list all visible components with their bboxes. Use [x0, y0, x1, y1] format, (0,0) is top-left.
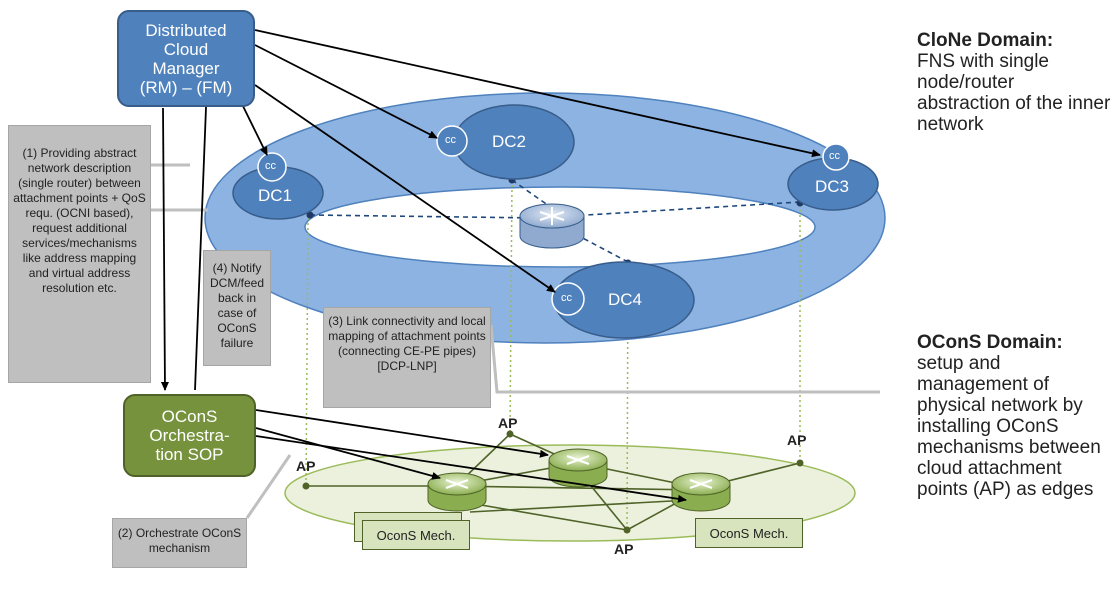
dcm-line: Distributed — [145, 20, 227, 40]
ocons-line: OConS — [161, 407, 218, 426]
ap-label: AP — [614, 541, 634, 557]
note-providing-abstract-description: (1) Providing abstract network descripti… — [8, 125, 151, 383]
abstract-router-icon — [519, 203, 585, 249]
note-connectors — [151, 163, 880, 519]
green-router-1-icon — [427, 472, 487, 512]
dcm-line: Cloud — [163, 39, 209, 59]
dcm-line: (RM) – (FM) — [139, 77, 233, 97]
ap-label: AP — [787, 432, 807, 448]
dc2-cc-label: cc — [445, 134, 456, 146]
ap-label: AP — [296, 458, 316, 474]
dcm-arrows — [160, 29, 821, 391]
ap-label: AP — [498, 415, 518, 431]
orchestration-arrows — [255, 409, 687, 503]
dc3-cc-label: cc — [829, 150, 840, 162]
distributed-cloud-manager-box: Distributed Cloud Manager (RM) – (FM) — [117, 10, 255, 107]
ocons-domain-description: OConS Domain: setup and management of ph… — [917, 332, 1112, 500]
note-notify-dcm: (4) Notify DCM/feed back in case of OCon… — [203, 250, 271, 366]
ocons-domain-text: setup and management of physical network… — [917, 353, 1101, 500]
cc-circles — [257, 125, 850, 316]
dc1-cc-label: cc — [265, 160, 276, 172]
dcm-line: Manager — [152, 58, 220, 78]
dc2-label: DC2 — [492, 132, 527, 151]
dc3-label: DC3 — [815, 177, 850, 196]
note-orchestrate: (2) Orchestrate OConS mechanism — [112, 518, 247, 568]
ocons-mech-box: OconS Mech. — [695, 518, 803, 548]
ocons-mech-box: OconS Mech. — [362, 520, 470, 550]
dc4-label: DC4 — [608, 290, 643, 309]
clone-domain-text: FNS with single node/router abstraction … — [917, 51, 1111, 135]
ocons-line: Orchestra- — [149, 426, 230, 445]
ocons-domain-title: OConS Domain: — [917, 332, 1063, 353]
dc1-label: DC1 — [258, 186, 293, 205]
clone-domain-description: CloNe Domain: FNS with single node/route… — [917, 30, 1112, 135]
ocons-orchestration-box: OConS Orchestra- tion SOP — [123, 394, 256, 477]
ocons-line: tion SOP — [155, 445, 224, 464]
clone-domain-title: CloNe Domain: — [917, 30, 1054, 51]
note-link-connectivity: (3) Link connectivity and local mapping … — [323, 307, 491, 408]
dc4-cc-label: cc — [561, 292, 572, 304]
green-router-3-icon — [671, 472, 731, 512]
ap-dots — [302, 430, 804, 534]
green-router-2-icon — [548, 448, 608, 488]
